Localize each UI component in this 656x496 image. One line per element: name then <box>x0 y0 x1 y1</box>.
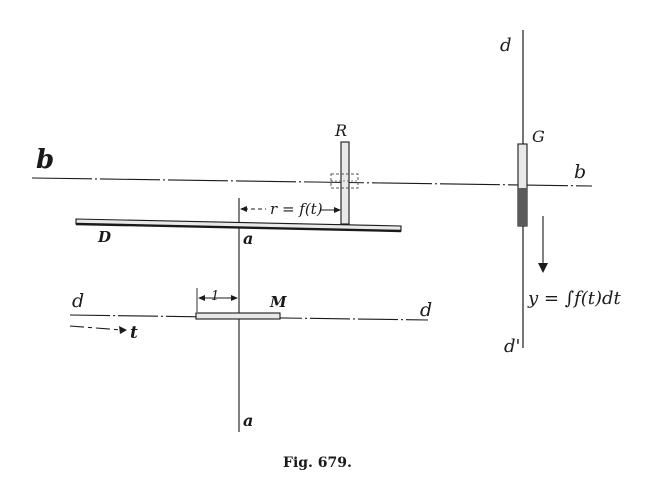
label-d-bottom: d' <box>504 336 520 357</box>
label-one: 1 <box>211 289 219 304</box>
carriage-M <box>195 312 281 320</box>
ruler-D-edge <box>75 222 402 233</box>
label-a-lower: a <box>243 411 253 430</box>
label-R: R <box>334 121 347 140</box>
figure-caption: Fig. 679. <box>283 455 352 471</box>
label-integral: y = ∫f(t)dt <box>527 288 622 309</box>
label-a-upper: a <box>243 229 253 248</box>
label-t: t <box>130 323 138 343</box>
label-D: D <box>97 228 111 246</box>
label-d-right: d <box>420 299 432 321</box>
label-b-right: b <box>574 161 586 183</box>
label-M: M <box>269 293 287 311</box>
label-d-left: d <box>72 290 84 312</box>
ruler-G-shade <box>518 188 527 226</box>
rod-R <box>340 141 350 225</box>
dim-one-arrowhead-left <box>198 295 205 301</box>
t-arrowhead <box>119 326 127 334</box>
label-G: G <box>532 127 545 146</box>
line-b <box>31 177 593 187</box>
label-b-left: b <box>36 145 54 175</box>
dim-r-arrowhead-left <box>240 206 247 212</box>
label-d-top: d <box>500 35 512 56</box>
dim-one-arrowhead-right <box>231 295 238 301</box>
y-arrowhead <box>538 263 548 273</box>
label-r-equation: r = f(t) <box>270 200 323 218</box>
dim-r-arrowhead-right <box>334 207 341 213</box>
t-arrow <box>69 325 123 331</box>
